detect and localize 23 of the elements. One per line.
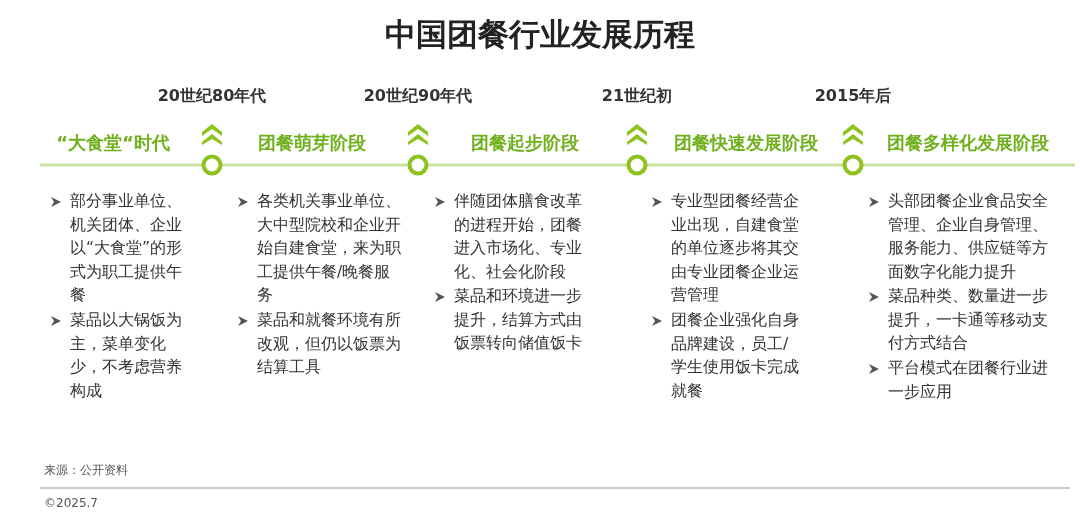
period-label: 20世纪90年代 <box>362 86 474 107</box>
stage-title: 团餐萌芽阶段 <box>257 131 367 155</box>
bullet-text: 伴随团体膳食改革的进程开始，团餐进入市场化、专业化、社会化阶段 <box>454 191 582 283</box>
title: 中国团餐行业发展历程 <box>384 15 696 54</box>
source-note: 来源：公开资料 <box>44 462 128 479</box>
stage-title: 团餐快速发展阶段 <box>673 131 819 155</box>
bullet-text: 部分事业单位、机关团体、企业以“大食堂”的形式为职工提供午餐 <box>70 191 183 306</box>
stage-title: “大食堂“时代 <box>55 131 171 155</box>
bullet-text: 团餐企业强化自身品牌建设，员工/学生使用饭卡完成就餐 <box>671 310 799 402</box>
bullet-text: 各类机关事业单位、大中型院校和企业开始自建食堂，来为职工提供午餐/晚餐服务 <box>257 191 401 306</box>
period-label: 21世纪初 <box>600 86 674 107</box>
period-label: 2015年后 <box>813 86 893 107</box>
bullet-text: 菜品以大锅饭为主，菜单变化少，不考虑营养构成 <box>70 310 183 402</box>
bullet-text: 专业型团餐经营企业出现，自建食堂的单位逐步将其交由专业团餐企业运营管理 <box>671 191 799 306</box>
bullet-text: 菜品和环境进一步提升，结算方式由饭票转向储值饭卡 <box>454 286 582 354</box>
bullet-text: 菜品种类、数量进一步提升，一卡通等移动支付方式结合 <box>888 286 1048 354</box>
copyright-note: ©2025.7 <box>44 496 98 510</box>
bullet-text: 头部团餐企业食品安全管理、企业自身管理、服务能力、供应链等方面数字化能力提升 <box>888 191 1048 283</box>
bullet-text: 菜品和就餐环境有所改观，但仍以饭票为结算工具 <box>257 310 401 378</box>
period-label: 20世纪80年代 <box>156 86 268 107</box>
stage-title: 团餐多样化发展阶段 <box>886 131 1050 155</box>
stage-title: 团餐起步阶段 <box>470 131 580 155</box>
bullet-text: 平台模式在团餐行业进一步应用 <box>888 358 1048 403</box>
